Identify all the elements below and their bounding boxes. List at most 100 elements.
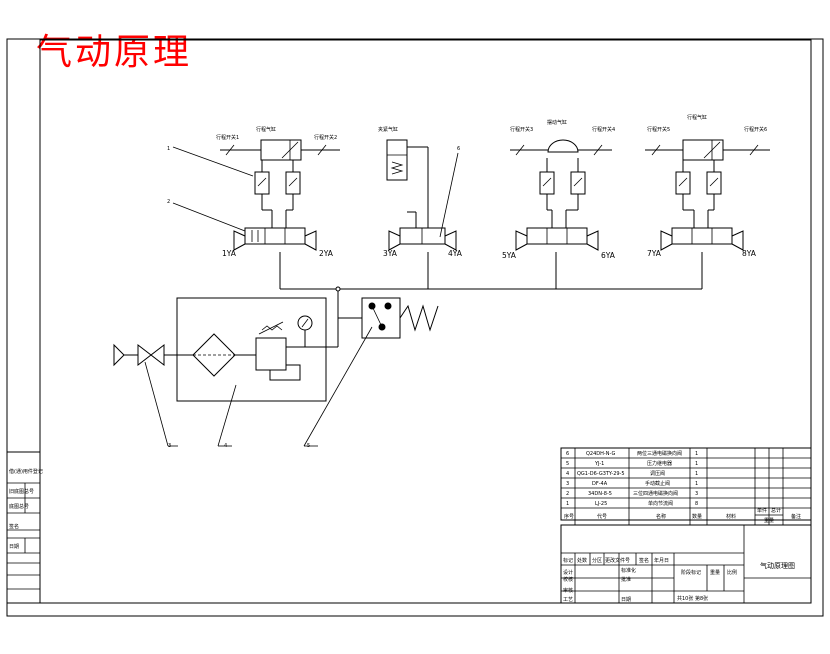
tb-zone: 分区: [592, 557, 602, 564]
tb-process: 工艺: [563, 597, 573, 603]
pressure-relay: [338, 297, 439, 339]
directional-valve-4: [671, 227, 733, 245]
inner-frame: [39, 39, 812, 604]
throttle-valve-4a: [675, 171, 691, 195]
bom-row4-code: QG1-D6-G3TY-29-5: [577, 471, 625, 477]
limit-switch-4-label: 行程开关4: [592, 126, 615, 133]
solenoid-4ya: 4YA: [448, 249, 463, 258]
bom-row6-name: 两位三通电磁换向阀: [637, 450, 682, 457]
swing-cylinder: [547, 139, 579, 153]
limit-switch-5-label: 行程开关5: [647, 126, 670, 133]
callout-1: 1: [167, 146, 170, 152]
bom-row4-qty: 1: [695, 471, 698, 477]
cylinder-group-4: 行程气缸 行程开关5 行程开关6 7YA 8YA: [645, 114, 770, 258]
relay-contact-2: [384, 302, 392, 310]
solenoid-6ya: 6YA: [601, 251, 616, 260]
limit-switch-6-label: 行程开关6: [744, 126, 767, 133]
bom-row1-no: 1: [566, 501, 569, 507]
side-label-old-drawing-no: 旧底图总号: [9, 488, 34, 495]
solenoid-7ya: 7YA: [647, 249, 662, 258]
bom-row2-code: 34DN-8-5: [588, 491, 612, 497]
travel-cylinder-1: [260, 139, 302, 161]
bom-row1-name: 单向节流阀: [648, 500, 673, 507]
bom-row1-qty: 8: [695, 501, 698, 507]
bom-header-total: 总计: [771, 507, 781, 514]
callout-5: 5: [307, 443, 310, 449]
solenoid-5ya: 5YA: [502, 251, 517, 260]
bom-header-code: 代号: [597, 513, 607, 520]
tb-mid-date: 日期: [621, 597, 631, 603]
travel-cylinder-2-label: 行程气缸: [687, 114, 707, 121]
cylinder-group-3: 摆动气缸 行程开关3 行程开关4 5YA 6YA: [502, 119, 616, 260]
solenoid-8ya: 8YA: [742, 249, 757, 258]
bom-header-qty: 数量: [692, 513, 702, 520]
travel-cylinder-1-label: 行程气缸: [256, 126, 276, 133]
tb-date: 年月日: [654, 557, 669, 564]
throttle-valve-1b: [285, 171, 301, 195]
callout-4: 4: [224, 443, 227, 449]
bom-row6-qty: 1: [695, 451, 698, 457]
solenoid-2ya: 2YA: [319, 249, 334, 258]
bom-row2-qty: 3: [695, 491, 698, 497]
bom-header-remark: 备注: [791, 513, 801, 520]
title-block-drawing-name: 气动原理图: [760, 561, 795, 570]
shutoff-valve-icon: [137, 343, 165, 367]
bom-row5-qty: 1: [695, 461, 698, 467]
tb-signature: 签名: [639, 557, 649, 564]
callout-leaders: 1 2 3 4 5 6: [144, 146, 460, 449]
tb-weight: 重量: [710, 569, 720, 576]
clamp-cylinder: [386, 139, 408, 181]
pressure-regulator-icon: [255, 337, 287, 371]
bom-row5-code: YJ-1: [594, 461, 604, 467]
pressure-relay-body: [361, 297, 401, 339]
tb-scale: 比例: [727, 569, 737, 576]
bom-header-name: 名称: [656, 513, 666, 520]
clamp-cylinder-label: 夹紧气缸: [378, 126, 398, 133]
side-label-date: 日期: [9, 544, 19, 550]
limit-switch-2-label: 行程开关2: [314, 134, 337, 141]
bom-row6-no: 6: [566, 451, 569, 457]
frl-enclosure: [176, 297, 327, 402]
junction-node: [335, 286, 341, 292]
bom-row3-code: DF-4A: [592, 481, 608, 487]
bom-row4-name: 调压阀: [650, 470, 665, 477]
side-label-drawing-no: 底图总号: [9, 503, 29, 510]
bom-header-unit: 单件: [757, 507, 767, 514]
air-supply-unit: [113, 297, 338, 402]
tb-standard: 标准化: [621, 567, 636, 574]
throttle-valve-1a: [254, 171, 270, 195]
callout-3: 3: [168, 443, 171, 449]
directional-valve-3: [526, 227, 588, 245]
tb-review: 审核: [563, 587, 573, 594]
bom-row3-qty: 1: [695, 481, 698, 487]
bom-row6-code: Q24DH-N-G: [586, 451, 615, 457]
throttle-valve-3a: [539, 171, 555, 195]
side-label-signature: 签名: [9, 523, 19, 530]
air-source-icon: [113, 343, 125, 367]
tb-approve: 批准: [621, 576, 631, 583]
bom-row2-name: 三位四通电磁换向阀: [633, 490, 678, 497]
solenoid-3ya: 3YA: [383, 249, 398, 258]
bom-row2-no: 2: [566, 491, 569, 497]
throttle-valve-3b: [570, 171, 586, 195]
travel-cylinder-2: [682, 139, 724, 161]
bom-header-no: 序号: [564, 513, 574, 520]
solenoid-1ya: 1YA: [222, 249, 237, 258]
bom-table: 6 Q24DH-N-G 两位三通电磁换向阀 1 5 YJ-1 压力继电器 1 4…: [560, 447, 812, 526]
bom-row1-code: LJ-25: [595, 501, 607, 507]
tb-sheets: 共10张 第8张: [677, 595, 708, 602]
tb-change-doc: 更改文件号: [605, 557, 630, 564]
bom-header-weight: 重量: [764, 517, 774, 524]
limit-switch-3-label: 行程开关3: [510, 126, 533, 133]
tb-mark: 标记: [563, 557, 573, 564]
title-block: 气动原理图 标记 处数 分区 更改文件号 签名 年月日 设计 校核 审核 工艺 …: [560, 524, 812, 604]
tb-check: 校核: [563, 576, 573, 583]
relay-spring-icon: [399, 304, 439, 332]
limit-switch-1-label: 行程开关1: [216, 134, 239, 141]
bom-row5-no: 5: [566, 461, 569, 467]
directional-valve-2: [399, 227, 446, 245]
cylinder-group-2: 夹紧气缸 3YA 4YA: [378, 126, 463, 258]
side-registration-panel: 借(通)用件登记 旧底图总号 底图总号 签名 日期: [6, 451, 43, 604]
bom-row3-name: 手动截止阀: [645, 480, 670, 487]
